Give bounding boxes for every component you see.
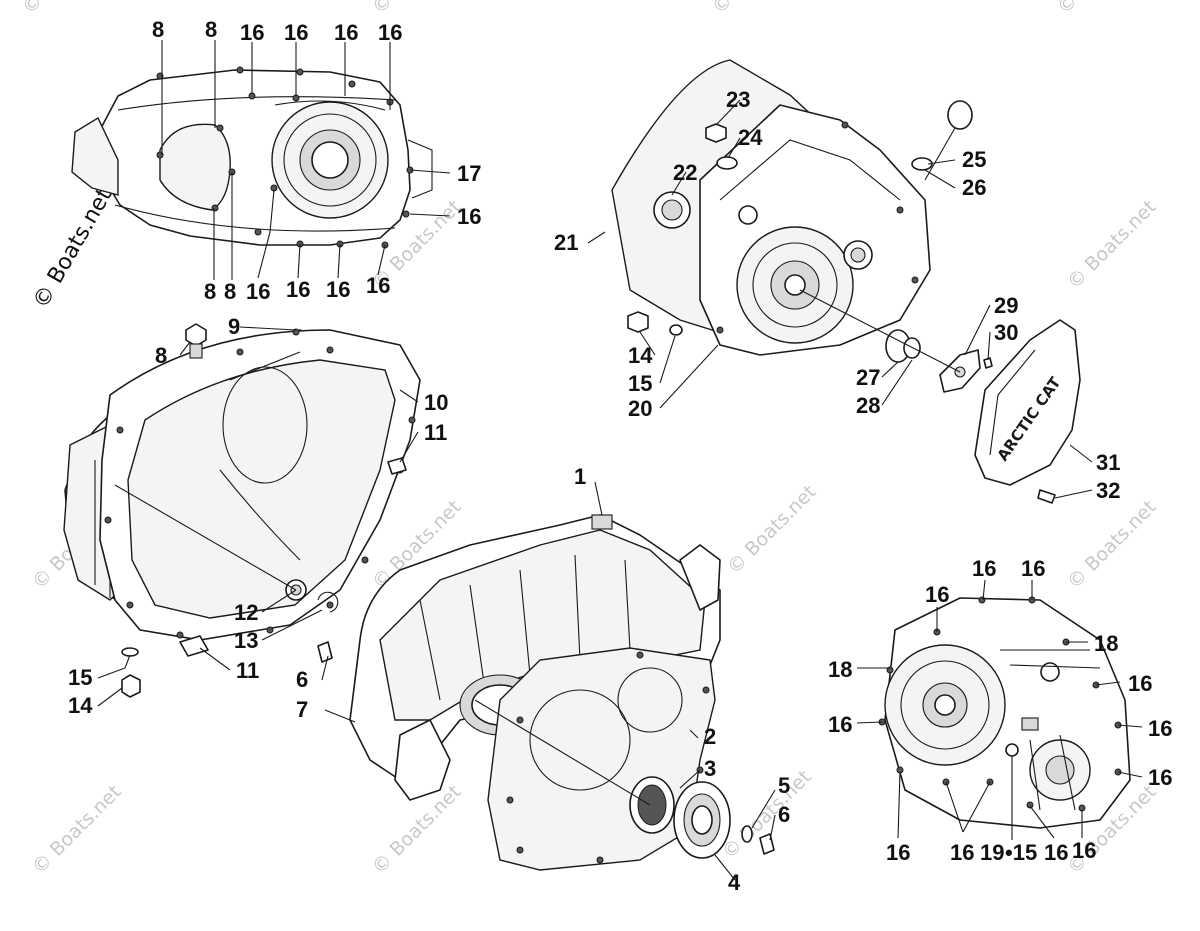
watermark: © Boats.net <box>1053 0 1151 19</box>
callout-15: •15 <box>1005 840 1037 865</box>
callout-24: 24 <box>738 125 763 150</box>
callout-8: 8 <box>204 279 216 304</box>
callout-16: 16 <box>366 273 390 298</box>
callout-16: 16 <box>334 20 358 45</box>
callout-16: 16 <box>240 20 264 45</box>
callout-8: 8 <box>224 279 236 304</box>
callout-14: 14 <box>68 693 93 718</box>
callout-16: 16 <box>886 840 910 865</box>
callout-26: 26 <box>962 175 986 200</box>
callout-11: 11 <box>424 420 447 445</box>
callout-32: 32 <box>1096 478 1120 503</box>
callout-labels: 8 8 16 16 16 16 17 16 8 8 16 16 16 16 8 … <box>68 17 1172 895</box>
callout-6: 6 <box>778 802 790 827</box>
callout-16: 16 <box>1072 838 1096 863</box>
callout-3: 3 <box>704 756 716 781</box>
callout-27: 27 <box>856 365 880 390</box>
watermark: © Boats.net <box>28 781 126 879</box>
callout-16: 16 <box>972 556 996 581</box>
callout-17: 17 <box>457 161 481 186</box>
callout-16: 16 <box>457 204 481 229</box>
callout-16: 16 <box>1128 671 1152 696</box>
callout-16: 16 <box>1044 840 1068 865</box>
callout-30: 30 <box>994 320 1018 345</box>
callout-7: 7 <box>296 697 308 722</box>
callout-20: 20 <box>628 396 652 421</box>
callout-12: 12 <box>234 600 258 625</box>
seal-bearing-hardware <box>629 776 775 859</box>
watermark-main: © Boats.net <box>29 184 118 313</box>
callout-16: 16 <box>246 279 270 304</box>
callout-16: 16 <box>1148 716 1172 741</box>
callout-25: 25 <box>962 147 986 172</box>
watermark: © Boats.net <box>18 0 116 19</box>
callout-16: 16 <box>1021 556 1045 581</box>
callout-16: 16 <box>284 20 308 45</box>
callout-22: 22 <box>673 160 697 185</box>
callout-15: 15 <box>628 371 652 396</box>
callout-18: 18 <box>1094 631 1118 656</box>
watermark: © Boats.net <box>1063 496 1161 594</box>
callout-11: 11 <box>236 658 259 683</box>
arctic-cat-cover: ARCTIC CAT <box>974 319 1081 504</box>
callout-18: 18 <box>828 657 852 682</box>
callout-9: 9 <box>228 314 240 339</box>
callout-1: 1 <box>574 464 586 489</box>
callout-2: 2 <box>704 724 716 749</box>
callout-28: 28 <box>856 393 880 418</box>
callout-8: 8 <box>205 17 217 42</box>
magneto-cover <box>611 59 931 356</box>
callout-8: 8 <box>152 17 164 42</box>
callout-5: 5 <box>778 773 790 798</box>
left-hardware <box>121 323 407 698</box>
callout-21: 21 <box>554 230 578 255</box>
callout-23: 23 <box>726 87 750 112</box>
watermark: © Boats.net <box>368 0 466 19</box>
callout-13: 13 <box>234 628 258 653</box>
outer-clutch-cover <box>63 328 421 641</box>
callout-8: 8 <box>155 343 167 368</box>
callout-16: 16 <box>950 840 974 865</box>
callout-14: 14 <box>628 343 653 368</box>
inner-clutch-cover <box>71 66 433 249</box>
leader-lines <box>97 40 1143 881</box>
callout-16: 16 <box>1148 765 1172 790</box>
callout-16: 16 <box>326 277 350 302</box>
watermark: © Boats.net <box>1063 196 1161 294</box>
callout-31: 31 <box>1096 450 1120 475</box>
callout-16: 16 <box>378 20 402 45</box>
watermark: © Boats.net <box>708 0 806 19</box>
callout-16: 16 <box>828 712 852 737</box>
callout-15: 15 <box>68 665 92 690</box>
watermark: © Boats.net <box>723 481 821 579</box>
callout-16: 16 <box>925 582 949 607</box>
callout-6: 6 <box>296 667 308 692</box>
magneto-hardware <box>627 100 993 393</box>
callout-4: 4 <box>728 870 741 895</box>
callout-10: 10 <box>424 390 448 415</box>
callout-29: 29 <box>994 293 1018 318</box>
crankcase <box>349 514 721 801</box>
callout-19: 19 <box>980 840 1004 865</box>
magneto-cover-rear <box>878 596 1131 829</box>
callout-16: 16 <box>286 277 310 302</box>
